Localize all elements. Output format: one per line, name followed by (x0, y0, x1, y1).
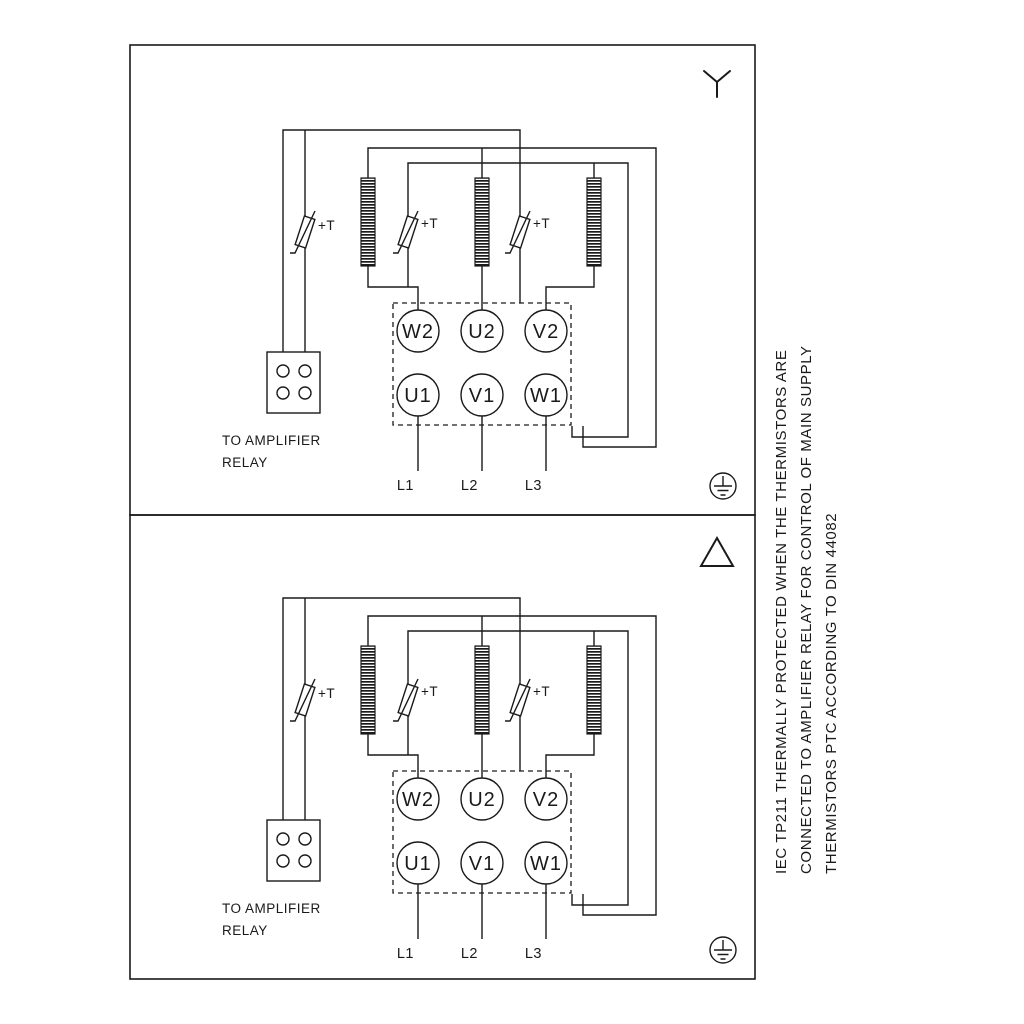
earth-ground-icon (709, 936, 737, 964)
winding-coil (360, 177, 376, 267)
side-note-line3: THERMISTORS PTC ACCORDING TO DIN 44082 (823, 513, 840, 874)
relay-note-line1: TO AMPLIFIER (222, 901, 321, 916)
delta-panel: +T +T +T W2 U2 V2 U1 (222, 535, 737, 964)
terminal-label: W1 (530, 385, 562, 407)
terminal-label: W2 (402, 789, 434, 811)
terminal-v2: V2 (524, 309, 568, 353)
terminal-board-outline (392, 302, 572, 426)
supply-label-l2: L2 (461, 946, 478, 962)
supply-label-l1: L1 (397, 478, 414, 494)
star-panel: +T +T +T W2 U2 V2 U1 (222, 70, 737, 500)
thermistor-label: +T (318, 218, 335, 233)
winding-coil (360, 645, 376, 735)
winding-coil (474, 645, 490, 735)
winding-coil (586, 177, 602, 267)
terminal-label: W1 (530, 853, 562, 875)
thermistor-strike (505, 678, 531, 722)
winding-coil (586, 645, 602, 735)
terminal-label: W2 (402, 321, 434, 343)
wire (407, 630, 629, 906)
terminal-board-outline (392, 770, 572, 894)
thermistor-2: +T (393, 678, 438, 722)
terminal-w2: W2 (396, 309, 440, 353)
wire (545, 266, 595, 310)
motor-windings (360, 645, 602, 735)
thermistor-label: +T (421, 684, 438, 699)
terminal-label: U2 (468, 789, 496, 811)
delta-panel-frame (129, 514, 756, 980)
terminal-u1: U1 (396, 373, 440, 417)
relay-note-line2: RELAY (222, 923, 268, 938)
supply-label-l3: L3 (525, 478, 542, 494)
terminal-v1: V1 (460, 841, 504, 885)
wire (545, 734, 595, 778)
thermistor-strike (290, 210, 316, 254)
thermistor-2: +T (393, 210, 438, 254)
side-note-line2: CONNECTED TO AMPLIFIER RELAY FOR CONTROL… (798, 345, 815, 874)
thermistor-3: +T (505, 678, 550, 722)
amplifier-relay-block (266, 819, 321, 882)
terminal-u2: U2 (460, 309, 504, 353)
wire (367, 615, 657, 916)
thermistor-1: +T (290, 210, 335, 254)
supply-label-l1: L1 (397, 946, 414, 962)
thermistor-label: +T (533, 216, 550, 231)
thermistor-strike (393, 678, 419, 722)
terminal-label: U1 (404, 853, 432, 875)
terminal-label: V2 (533, 321, 559, 343)
thermistor-3: +T (505, 210, 550, 254)
terminal-v2: V2 (524, 777, 568, 821)
terminal-w1: W1 (524, 373, 568, 417)
terminal-v1: V1 (460, 373, 504, 417)
terminal-u2: U2 (460, 777, 504, 821)
relay-note-line2: RELAY (222, 455, 268, 470)
thermistor-label: +T (533, 684, 550, 699)
terminal-label: V1 (469, 385, 495, 407)
thermistor-strike (290, 678, 316, 722)
terminal-u1: U1 (396, 841, 440, 885)
wire (282, 129, 521, 365)
thermistor-label: +T (421, 216, 438, 231)
terminal-label: U1 (404, 385, 432, 407)
supply-label-l3: L3 (525, 946, 542, 962)
wire (407, 162, 629, 438)
terminal-label: V2 (533, 789, 559, 811)
terminal-w2: W2 (396, 777, 440, 821)
star-connection-icon (703, 70, 731, 98)
wire (282, 597, 521, 833)
wire (367, 266, 419, 310)
wires (282, 129, 657, 471)
motor-windings (360, 177, 602, 267)
terminal-label: V1 (469, 853, 495, 875)
supply-label-l2: L2 (461, 478, 478, 494)
terminal-label: U2 (468, 321, 496, 343)
amplifier-relay-block (266, 351, 321, 414)
wire (367, 734, 419, 778)
side-note: IEC TP211 THERMALLY PROTECTED WHEN THE T… (773, 345, 840, 874)
thermistor-strike (393, 210, 419, 254)
side-note-line1: IEC TP211 THERMALLY PROTECTED WHEN THE T… (773, 350, 790, 874)
wire (367, 147, 657, 448)
thermistor-strike (505, 210, 531, 254)
terminal-w1: W1 (524, 841, 568, 885)
thermistor-label: +T (318, 686, 335, 701)
delta-connection-icon (699, 535, 735, 567)
winding-coil (474, 177, 490, 267)
relay-note-line1: TO AMPLIFIER (222, 433, 321, 448)
earth-ground-icon (709, 472, 737, 500)
thermistor-1: +T (290, 678, 335, 722)
